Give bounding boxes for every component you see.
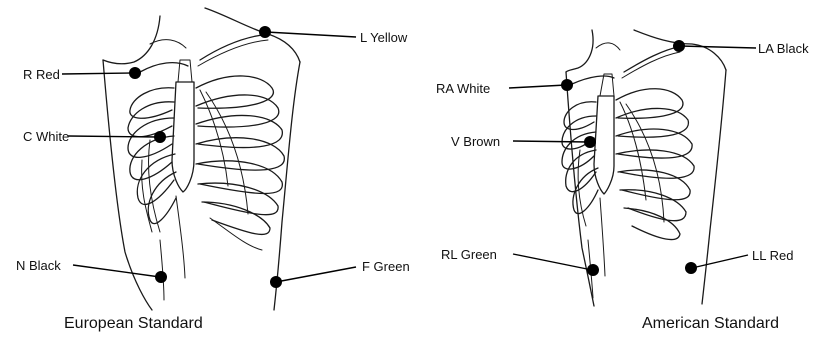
electrode-label-ll: LL Red: [752, 248, 793, 263]
electrode-l-yellow: L Yellow: [259, 26, 408, 45]
american-torso-drawing: [562, 30, 726, 306]
electrode-f-green: F Green: [270, 259, 410, 288]
electrode-ra-white: RA White: [436, 79, 573, 96]
electrode-la-black: LA Black: [673, 40, 809, 56]
european-torso-drawing: [103, 8, 300, 310]
electrode-ll-red: LL Red: [685, 248, 793, 274]
european-diagram: R Red L Yellow C White N Black F Green E…: [16, 8, 410, 332]
electrode-label-n: N Black: [16, 258, 61, 273]
electrode-r-red: R Red: [23, 67, 141, 82]
electrode-label-la: LA Black: [758, 41, 809, 56]
electrode-label-r: R Red: [23, 67, 60, 82]
electrode-label-v: V Brown: [451, 134, 500, 149]
electrode-c-white: C White: [23, 129, 166, 144]
american-diagram: LA Black RA White V Brown RL Green LL Re…: [436, 30, 809, 332]
electrode-label-c: C White: [23, 129, 69, 144]
electrode-label-l: L Yellow: [360, 30, 408, 45]
electrode-v-brown: V Brown: [451, 134, 596, 149]
electrode-label-f: F Green: [362, 259, 410, 274]
electrode-label-rl: RL Green: [441, 247, 497, 262]
electrode-label-ra: RA White: [436, 81, 490, 96]
american-standard-caption: American Standard: [642, 315, 779, 332]
electrode-n-black: N Black: [16, 258, 167, 283]
european-standard-caption: European Standard: [64, 315, 203, 332]
electrode-rl-green: RL Green: [441, 247, 599, 276]
